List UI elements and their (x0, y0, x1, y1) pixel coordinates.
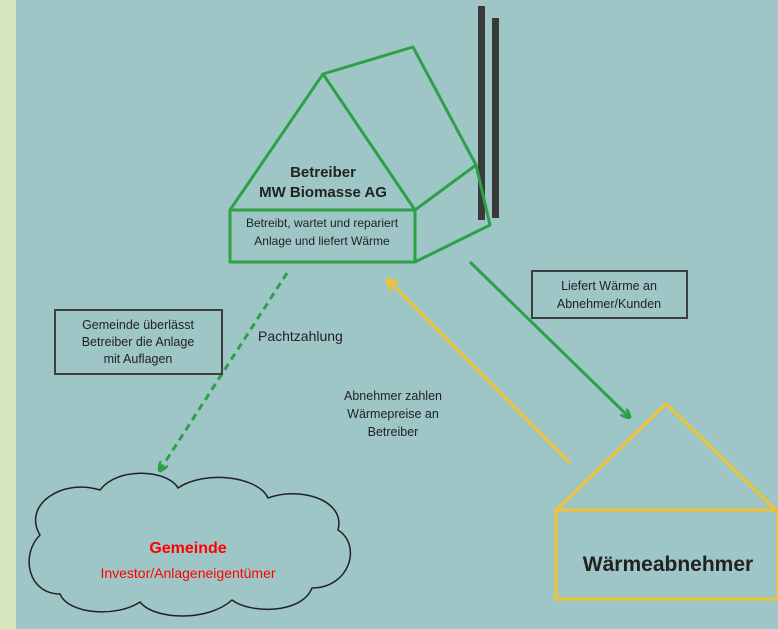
operator-house (228, 45, 492, 264)
left-strip (0, 0, 16, 629)
gemeinde-note-box (54, 309, 223, 375)
gemeinde-title: Gemeinde (149, 540, 226, 557)
customer-house-roof (554, 402, 778, 512)
customer-house (554, 402, 778, 601)
gemeinde-note-line3: mit Auflagen (104, 352, 173, 366)
operator-house-side (414, 164, 492, 264)
operator-desc-line1: Betreibt, wartet und repariert (246, 216, 399, 230)
heat-delivery-arrow (468, 260, 629, 417)
customer-house-body (554, 508, 778, 601)
customer-house-label: Wärmeabnehmer (583, 553, 753, 576)
payment-label-line2: Wärmepreise an (347, 407, 439, 421)
operator-title-line1: Betreiber (290, 164, 356, 181)
payment-arrow (388, 280, 572, 465)
payment-label-line3: Betreiber (368, 425, 419, 439)
delivers-heat-line1: Liefert Wärme an (561, 279, 657, 293)
gemeinde-note-line1: Gemeinde überlässt (82, 318, 194, 332)
gemeinde-subtitle: Investor/Anlageneigentümer (100, 565, 275, 581)
delivers-heat-line2: Abnehmer/Kunden (557, 297, 661, 311)
gemeinde-note-line2: Betreiber die Anlage (82, 335, 195, 349)
operator-title-line2: MW Biomasse AG (259, 184, 387, 201)
operator-desc-line2: Anlage und liefert Wärme (254, 234, 390, 248)
lease-label: Pachtzahlung (258, 328, 343, 344)
delivers-heat-box (531, 270, 688, 319)
operator-house-roof (322, 45, 478, 212)
lease-arrow (160, 272, 289, 470)
gemeinde-cloud (28, 472, 352, 617)
payment-label-line1: Abnehmer zahlen (344, 389, 442, 403)
chimney-pipe-2 (492, 18, 499, 218)
chimney-pipe-1 (478, 6, 485, 220)
